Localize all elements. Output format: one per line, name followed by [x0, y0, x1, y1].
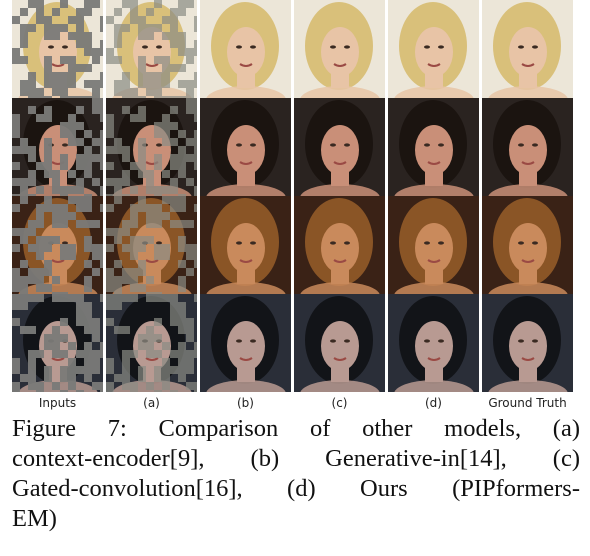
comparison-figure	[12, 0, 576, 392]
thumb-row1-d	[388, 0, 479, 98]
label-d: (d)	[425, 396, 442, 410]
thumb-row1-c	[294, 0, 385, 98]
thumb-row4-b	[200, 294, 291, 392]
figure-caption: Figure 7: Comparison of other models, (a…	[12, 414, 580, 534]
figure-row-4	[12, 294, 576, 392]
thumb-row4-d	[388, 294, 479, 392]
thumb-row1-ground-truth	[482, 0, 573, 98]
thumb-row4-c	[294, 294, 385, 392]
thumb-row1-input	[12, 0, 103, 98]
figure-row-3	[12, 196, 576, 294]
thumb-row4-a	[106, 294, 197, 392]
caption-line-3: Gated-convolution[16], (d) Ours (PIPform…	[12, 475, 580, 502]
caption-line-4: EM)	[12, 505, 57, 532]
column-labels: Inputs (a) (b) (c) (d) Ground Truth	[12, 396, 576, 414]
thumb-row2-a	[106, 98, 197, 196]
thumb-row1-a	[106, 0, 197, 98]
label-inputs: Inputs	[38, 396, 77, 410]
caption-line-1: Figure 7: Comparison of other models, (a…	[12, 415, 580, 442]
thumb-row2-input	[12, 98, 103, 196]
caption-line-2: context-encoder[9], (b) Generative-in[14…	[12, 445, 580, 472]
thumb-row2-ground-truth	[482, 98, 573, 196]
figure-row-2	[12, 98, 576, 196]
thumb-row3-ground-truth	[482, 196, 573, 294]
thumb-row3-d	[388, 196, 479, 294]
label-b: (b)	[237, 396, 254, 410]
thumb-row4-ground-truth	[482, 294, 573, 392]
thumb-row2-b	[200, 98, 291, 196]
thumb-row3-a	[106, 196, 197, 294]
thumb-row3-input	[12, 196, 103, 294]
thumb-row2-d	[388, 98, 479, 196]
label-ground-truth: Ground Truth	[488, 396, 567, 410]
figure-row-1	[12, 0, 576, 98]
thumb-row2-c	[294, 98, 385, 196]
thumb-row3-c	[294, 196, 385, 294]
label-c: (c)	[331, 396, 348, 410]
label-a: (a)	[143, 396, 160, 410]
thumb-row4-input	[12, 294, 103, 392]
thumb-row1-b	[200, 0, 291, 98]
thumb-row3-b	[200, 196, 291, 294]
